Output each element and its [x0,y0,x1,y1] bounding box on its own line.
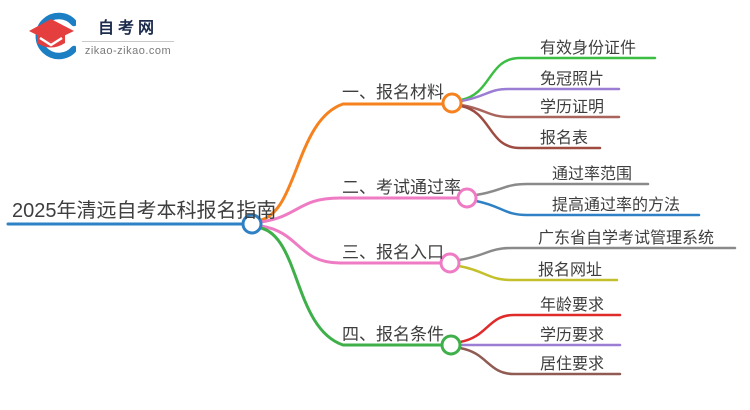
leaf-improve-passrate-label: 提高通过率的方法 [552,197,681,214]
leaf-form-connector [459,104,602,150]
leaf-photo-label: 免冠照片 [540,71,605,88]
root-node-label: 2025年清远自考本科报名指南 [12,200,277,222]
leaf-residence-label: 居住要求 [540,356,605,373]
branch-3-label: 三、报名入口 [342,243,444,262]
logo-divider [82,40,174,42]
site-domain: zikao-zikao.com [84,44,172,57]
leaf-signup-url-connector [457,264,619,282]
leaf-improve-passrate-connector [474,199,701,217]
branch-1-connector [259,102,445,222]
leaf-valid-id-label: 有效身份证件 [540,40,637,57]
branch-4-node-circle [440,334,462,356]
branch-2-label: 二、考试通过率 [342,178,461,197]
leaf-gd-system-connector [457,246,737,262]
site-name: 自考网 [97,19,158,37]
branch-4-connector [259,226,444,347]
leaf-age-label: 年龄要求 [540,297,605,314]
site-logo-text: 自考网 zikao-zikao.com [82,14,174,57]
leaf-passrate-range-label: 通过率范围 [552,166,633,183]
branch-1-label: 一、报名材料 [342,83,444,102]
site-logo[interactable]: 自考网 zikao-zikao.com [22,10,174,60]
root-node-circle [241,213,263,235]
leaf-residence-connector [458,346,622,376]
leaf-photo-connector [459,87,621,103]
leaf-valid-id-connector [459,56,657,102]
leaf-education-label: 学历要求 [540,327,605,344]
leaf-gd-system-label: 广东省自学考试管理系统 [538,230,715,247]
leaf-passrate-range-connector [474,182,650,197]
branch-2-node-circle [456,187,478,209]
branch-4-label: 四、报名条件 [342,325,444,344]
leaf-form-label: 报名表 [540,130,589,147]
branch-1-node-circle [441,92,463,114]
graduation-cap-crescent-icon [29,12,76,60]
leaf-diploma-connector [459,103,621,119]
branch-3-node-circle [439,252,461,274]
branch-2-connector [259,196,460,224]
leaf-age-connector [458,313,622,344]
leaf-signup-url-label: 报名网址 [538,262,603,279]
branch-3-connector [259,224,443,265]
leaf-diploma-label: 学历证明 [540,99,605,116]
